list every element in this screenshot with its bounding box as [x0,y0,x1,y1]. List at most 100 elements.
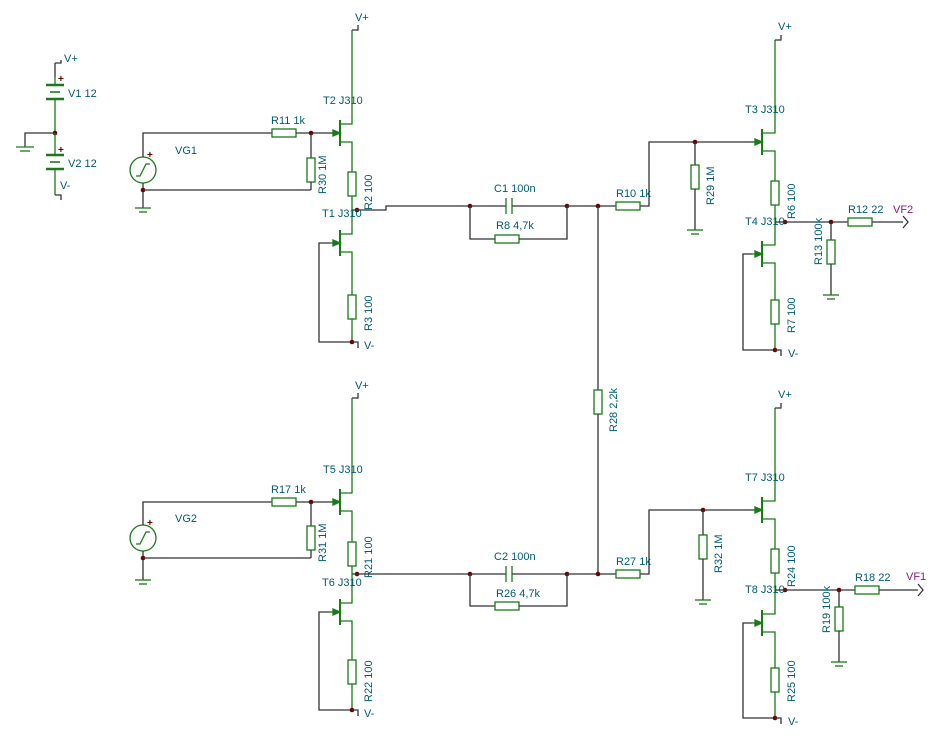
vminus-terminal-t8: V- [775,716,799,728]
r17-label: R17 1k [271,484,306,496]
r22-label: R22 100 [363,660,375,702]
jfet-t7-icon: T7 J310 [745,408,785,549]
resistor-r8: R8 4,7k [469,206,568,244]
jfet-t2-icon: T2 J310 [323,30,363,172]
v1-battery-icon: + V1 12 [46,74,97,133]
vg1-plus-sign: + [147,150,153,161]
vg2-source-icon: + VG2 [129,513,197,552]
output-terminal-vf2-icon: VF2 [893,204,913,229]
ground-icon [831,661,847,667]
t6-label: T6 J310 [322,577,362,589]
resistor-r10: R10 1k [615,188,651,211]
jfet-t8-icon: T8 J310 [742,584,785,719]
resistor-r17: R17 1k [271,484,306,507]
v1-plus-sign: + [58,74,64,85]
ground-icon [16,146,34,152]
jfet-t6-icon: T6 J310 [318,574,362,711]
jfet-t3-icon: T3 J310 [745,40,785,181]
r19-label: R19 100k [821,585,833,633]
resistor-r21: R21 100 [347,536,375,578]
ground-icon [695,599,711,605]
c2-label: C2 100n [494,551,536,563]
vminus-label: V- [60,180,71,192]
resistor-r28: R28 2,2k [593,206,620,573]
ground-icon [687,229,703,235]
resistor-r12: R12 22 [847,204,883,227]
resistor-r3: R3 100 [347,294,375,342]
ground-icon [823,294,839,300]
resistor-r29: R29 1M [690,142,717,230]
capacitor-c1: C1 100n [470,183,567,214]
resistor-r13: R13 100k [813,217,836,295]
vminus-label: V- [364,340,375,352]
t2-label: T2 J310 [323,95,363,107]
vplus-terminal-t5: V+ [352,380,369,399]
r25-label: R25 100 [786,660,798,702]
vminus-label: V- [788,348,799,360]
input-stage-top: + VG1 R11 1k R30 1M T2 J310 [129,12,616,352]
r7-label: R7 100 [786,298,798,333]
r32-label: R32 1M [713,534,725,573]
resistor-r7: R7 100 [770,298,798,350]
r30-label: R30 1M [317,155,329,194]
vplus-terminal-t7: V+ [775,389,792,409]
jfet-t5-icon: T5 J310 [323,398,363,542]
r8-label: R8 4,7k [496,220,534,232]
vplus-label: V+ [778,389,792,401]
v1-label: V1 12 [68,88,97,100]
r27-label: R27 1k [616,556,651,568]
resistor-r24: R24 100 [770,545,798,590]
r12-label: R12 22 [848,204,883,216]
vplus-terminal-t2: V+ [352,12,369,31]
resistor-r31: R31 1M [306,502,329,562]
resistor-r27: R27 1k [615,556,651,579]
vg1-source-icon: + VG1 [129,145,197,184]
r21-label: R21 100 [363,536,375,578]
vminus-label: V- [364,708,375,720]
t8-label: T8 J310 [745,584,785,596]
vminus-terminal-t1: V- [352,340,375,352]
t5-label: T5 J310 [323,464,363,476]
r13-label: R13 100k [813,217,825,265]
resistor-r19: R19 100k [821,585,844,662]
vplus-terminal-supply: V+ [54,53,78,77]
v2-plus-sign: + [58,145,64,156]
vg1-label: VG1 [175,145,197,157]
jfet-t1-icon: T1 J310 [318,208,362,343]
input-stage-bottom: + VG2 R17 1k R31 1M T5 J310 [129,380,616,720]
vminus-terminal-t6: V- [352,708,375,720]
jfet-t4-icon: T4 J310 [742,216,785,351]
vg2-plus-sign: + [147,518,153,529]
output-stage-top: R10 1k R29 1M T3 J310 V+ [615,21,913,360]
output-terminal-vf1-icon: VF1 [906,571,926,597]
r31-label: R31 1M [317,523,329,562]
r6-label: R6 100 [786,184,798,219]
vplus-terminal-t3: V+ [775,21,792,41]
resistor-r11: R11 1k [271,115,306,138]
resistor-r32: R32 1M [698,510,725,600]
t3-label: T3 J310 [745,104,785,116]
r3-label: R3 100 [363,296,375,331]
r28-label: R28 2,2k [608,387,620,432]
r26-label: R26 4,7k [496,588,541,600]
r24-label: R24 100 [786,545,798,587]
resistor-r26: R26 4,7k [469,574,568,611]
vf1-label: VF1 [906,571,926,583]
vplus-label: V+ [355,380,369,392]
vg2-label: VG2 [175,513,197,525]
resistor-r18: R18 22 [854,572,890,595]
output-stage-bottom: R27 1k R32 1M T7 J310 V+ [615,389,926,728]
resistor-r22: R22 100 [347,659,375,710]
c1-label: C1 100n [494,183,536,195]
resistor-r6: R6 100 [770,180,798,222]
r18-label: R18 22 [855,572,890,584]
vminus-terminal-supply: V- [55,180,71,200]
vplus-label: V+ [64,53,78,65]
ground-icon [135,207,151,213]
v2-label: V2 12 [68,158,97,170]
power-supply: V+ + V1 12 + V2 12 V- [16,53,97,200]
v2-battery-icon: + V2 12 [46,133,97,195]
r10-label: R10 1k [616,188,651,200]
resistor-r30: R30 1M [306,133,329,194]
